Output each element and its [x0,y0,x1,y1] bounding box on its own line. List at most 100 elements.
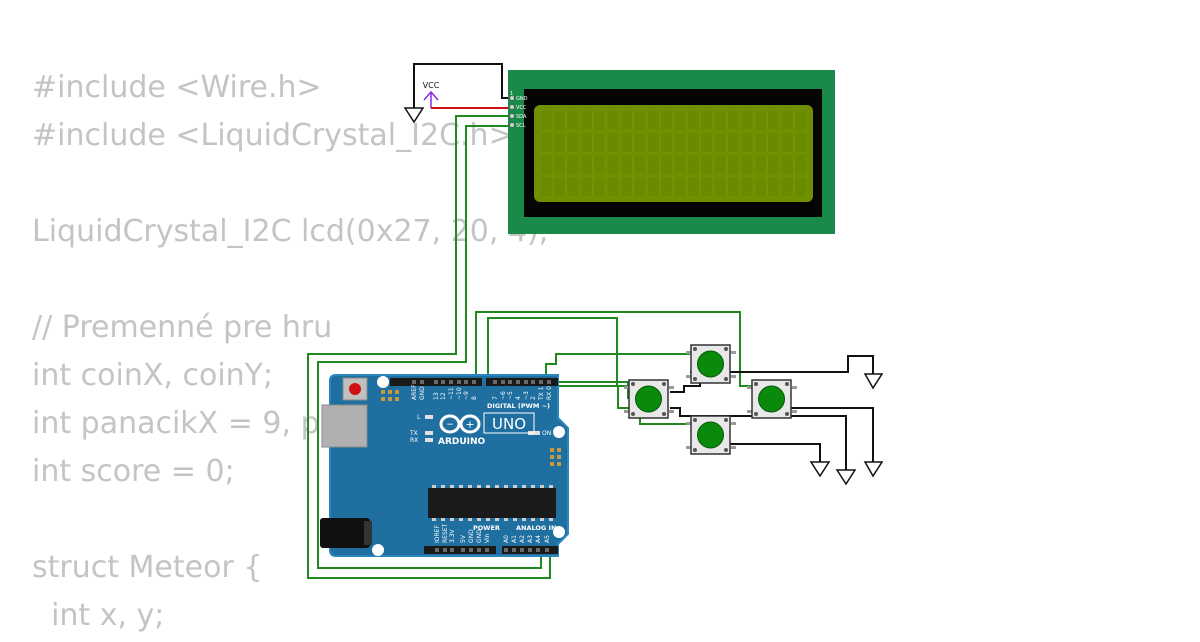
header-pin[interactable] [457,380,461,384]
lcd-cell [553,154,566,175]
header-pin[interactable] [501,380,505,384]
header-pin[interactable] [469,548,473,552]
code-line: int panacikX = 9, pa [32,406,339,441]
lcd-cell [740,132,754,153]
header-pin[interactable] [520,548,524,552]
lcd-cell [606,176,620,198]
header-pin[interactable] [528,548,532,552]
header-pin[interactable] [449,380,453,384]
button-corner [785,382,789,386]
header-pin[interactable] [536,548,540,552]
lcd-cell [606,154,620,175]
header-pin[interactable] [545,548,549,552]
lcd-pin[interactable] [509,104,515,110]
button-corner [662,382,666,386]
infinity-icon [459,414,481,434]
chip-leg [531,485,535,488]
header-pin[interactable] [464,380,468,384]
lcd-cell [620,176,633,198]
button-cap [697,350,724,378]
mounting-hole [377,376,389,388]
icsp-pin [550,462,554,466]
icsp-pin [388,390,392,394]
header-pin[interactable] [450,548,454,552]
lcd-cell [606,132,620,153]
header-pin[interactable] [524,380,528,384]
lcd-cell [700,176,713,198]
wire-button-bottom[interactable] [550,381,638,399]
icsp-pin [557,448,561,452]
header-pin[interactable] [539,380,543,384]
pin-label: 3.3V [449,528,456,543]
header-pin[interactable] [472,380,476,384]
atmega-chip [428,488,556,518]
push-button[interactable] [747,379,797,419]
header-pin[interactable] [434,380,438,384]
lcd-cell [687,109,700,131]
header-pin[interactable] [493,380,497,384]
lcd-cell [687,154,700,175]
chip-leg [504,518,508,521]
header-pin[interactable] [504,548,508,552]
wire-sda[interactable] [307,115,551,579]
code-line: LiquidCrystal_I2C lcd(0x27, 20, 4); [32,214,549,249]
lcd-cell [660,109,673,131]
header-pin[interactable] [512,548,516,552]
lcd-pin[interactable] [509,95,515,101]
header-pin[interactable] [547,380,551,384]
code-line: int x, y; [32,598,165,633]
header-pin[interactable] [443,548,447,552]
code-line: int coinX, coinY; [32,358,274,393]
header-pin[interactable] [485,548,489,552]
button-cap [697,421,724,449]
chip-leg [441,518,445,521]
push-button[interactable] [686,415,736,455]
chip-leg [495,485,499,488]
code-line: // Premenné pre hru [32,310,333,345]
lcd-cell [660,154,673,175]
header-pin[interactable] [435,548,439,552]
label-rx: RX [410,437,418,444]
ground-icon [809,461,831,478]
header-pin[interactable] [412,380,416,384]
lcd-cell [754,132,767,153]
wire-lcd-gnd[interactable] [413,63,512,108]
header-pin[interactable] [441,380,445,384]
lcd-cell [767,109,780,131]
lcd-pin[interactable] [509,122,515,128]
lcd-cell [633,154,646,175]
lcd-cell [781,176,794,198]
wire-button-right[interactable] [487,317,628,387]
chip-leg [459,485,463,488]
pin-label: GND [468,529,475,543]
header-pin[interactable] [461,548,465,552]
pin-label: IOREF [434,525,441,543]
wire-scl[interactable] [317,125,542,569]
chip-leg [477,485,481,488]
chip-leg [459,518,463,521]
header-pin[interactable] [531,380,535,384]
push-button[interactable] [686,344,736,384]
lcd-pin[interactable] [509,113,515,119]
lcd-cell [593,176,606,198]
header-pin[interactable] [516,380,520,384]
push-button[interactable] [624,379,674,419]
usb-connector [321,404,368,448]
pin-label: RESET [442,523,449,543]
header-pin[interactable] [508,380,512,384]
lcd-cell [740,109,754,131]
header-pin[interactable] [420,380,424,384]
wire-button-mid[interactable] [545,353,690,384]
icsp-pin [381,390,385,394]
button-corner [662,412,666,416]
button-leg [686,446,691,449]
model-label: UNO [492,415,526,433]
lcd-cell [539,109,553,131]
header-pin[interactable] [477,548,481,552]
wire-button-top[interactable] [475,311,752,387]
button-leg [686,422,691,425]
lcd-cell [714,154,727,175]
